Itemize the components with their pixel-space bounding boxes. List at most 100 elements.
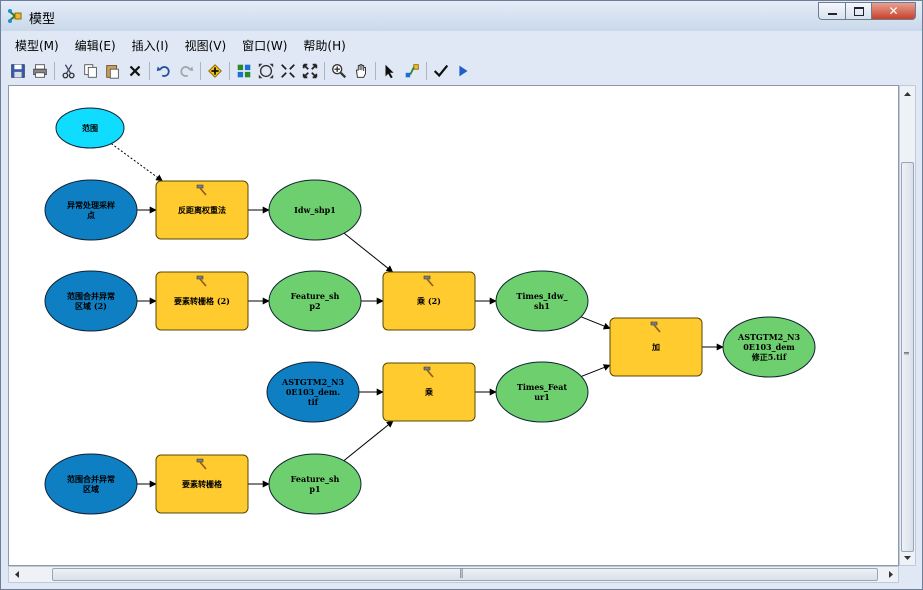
scroll-left-button[interactable] xyxy=(9,567,24,582)
variable-ellipse[interactable] xyxy=(44,179,138,241)
node-label: 乘 (2) xyxy=(416,296,441,306)
scroll-up-button[interactable] xyxy=(900,86,915,101)
horizontal-scroll-thumb[interactable]: ║ xyxy=(52,568,878,581)
tool-box[interactable] xyxy=(155,454,249,514)
horizontal-scrollbar[interactable]: ║ xyxy=(8,566,899,583)
maximize-icon xyxy=(853,6,864,16)
menu-model[interactable]: 模型(M) xyxy=(15,39,59,53)
print-button[interactable] xyxy=(29,60,51,82)
tool-box[interactable] xyxy=(382,271,476,331)
scroll-down-button[interactable] xyxy=(900,550,915,565)
tool-box[interactable] xyxy=(155,180,249,240)
connect-button[interactable] xyxy=(401,60,423,82)
full-extent-button[interactable] xyxy=(255,60,277,82)
pan-button[interactable] xyxy=(350,60,372,82)
auto-layout-button[interactable] xyxy=(233,60,255,82)
menu-insert[interactable]: 插入(I) xyxy=(131,39,169,53)
tool-f2r-2-tool[interactable]: 要素转栅格 (2) xyxy=(155,271,249,331)
node-label: 乘 xyxy=(424,387,433,397)
node-label: 要素转栅格 xyxy=(182,479,223,489)
menu-edit[interactable]: 编辑(E) xyxy=(74,39,116,53)
undo-button[interactable] xyxy=(153,60,175,82)
fixed-zoom-out-icon xyxy=(302,63,318,79)
zoom-in-button[interactable] xyxy=(328,60,350,82)
vertical-scroll-thumb[interactable]: ═ xyxy=(901,162,914,552)
close-button[interactable]: ✕ xyxy=(872,2,916,20)
variable-feature-shp1[interactable]: Feature_shp1 xyxy=(268,453,362,515)
variable-idw-shp1[interactable]: Idw_shp1 xyxy=(268,179,362,241)
tool-box[interactable] xyxy=(155,271,249,331)
menu-window[interactable]: 窗口(W) xyxy=(242,39,288,53)
scroll-right-button[interactable] xyxy=(883,567,898,582)
vertical-scrollbar[interactable]: ═ xyxy=(899,85,916,566)
node-label: ASTGTM2_N3 xyxy=(737,332,800,342)
close-icon: ✕ xyxy=(888,4,899,18)
variable-ellipse[interactable] xyxy=(268,453,362,515)
tool-f2r-tool[interactable]: 要素转栅格 xyxy=(155,454,249,514)
tool-plus-tool[interactable]: 加 xyxy=(609,317,703,377)
save-button[interactable] xyxy=(7,60,29,82)
add-data-button[interactable] xyxy=(204,60,226,82)
variable-range[interactable]: 范围 xyxy=(55,107,125,149)
menu-help[interactable]: 帮助(H) xyxy=(303,39,346,53)
tool-box[interactable] xyxy=(609,317,703,377)
variable-ellipse[interactable] xyxy=(55,107,125,149)
node-label: Feature_sh xyxy=(291,474,340,484)
variable-ellipse[interactable] xyxy=(722,316,816,378)
redo-button[interactable] xyxy=(175,60,197,82)
menu-view[interactable]: 视图(V) xyxy=(184,39,227,53)
variable-ellipse[interactable] xyxy=(268,179,362,241)
fixed-zoom-out-button[interactable] xyxy=(299,60,321,82)
node-label: 加 xyxy=(651,342,660,352)
variable-ellipse[interactable] xyxy=(44,270,138,332)
tool-idw-tool[interactable]: 反距离权重法 xyxy=(155,180,249,240)
toolbar-separator xyxy=(200,62,201,80)
tool-times-tool[interactable]: 乘 xyxy=(382,362,476,422)
run-icon xyxy=(459,65,468,77)
connector-range-to-idw-tool[interactable] xyxy=(110,143,163,182)
connector-times-idw-to-plus-tool[interactable] xyxy=(580,316,611,330)
validate-button[interactable] xyxy=(430,60,452,82)
hammer-icon xyxy=(423,366,434,378)
tool-times-2-tool[interactable]: 乘 (2) xyxy=(382,271,476,331)
auto-layout-icon xyxy=(237,64,251,78)
tool-box[interactable] xyxy=(382,362,476,422)
select-button[interactable] xyxy=(379,60,401,82)
connector-feature-shp1-to-times-tool[interactable] xyxy=(343,420,394,462)
variable-ellipse[interactable] xyxy=(268,270,362,332)
maximize-button[interactable] xyxy=(845,2,872,20)
variable-ellipse[interactable] xyxy=(495,270,589,332)
hammer-icon xyxy=(650,321,661,333)
variable-ellipse[interactable] xyxy=(495,361,589,423)
scroll-up-icon xyxy=(904,91,911,96)
run-button[interactable] xyxy=(452,60,474,82)
toolbar-separator xyxy=(229,62,230,80)
title-bar[interactable]: 模型 ✕ xyxy=(1,1,922,31)
delete-button[interactable] xyxy=(124,60,146,82)
fixed-zoom-in-icon xyxy=(281,64,295,78)
paste-button[interactable] xyxy=(102,60,124,82)
fixed-zoom-in-button[interactable] xyxy=(277,60,299,82)
variable-times-idw[interactable]: Times_Idw_sh1 xyxy=(495,270,589,332)
variable-ellipse[interactable] xyxy=(44,453,138,515)
copy-button[interactable] xyxy=(80,60,102,82)
scroll-down-icon xyxy=(904,555,911,560)
connector-idw-shp1-to-times-2-tool[interactable] xyxy=(343,232,394,273)
connect-icon xyxy=(405,64,419,78)
cut-button[interactable] xyxy=(58,60,80,82)
redo-icon xyxy=(180,66,194,77)
minimize-button[interactable] xyxy=(818,2,845,20)
node-label: Times_Feat xyxy=(517,382,568,392)
connector-times-feat-to-plus-tool[interactable] xyxy=(581,364,611,377)
node-label: Feature_sh xyxy=(291,291,340,301)
variable-ellipse[interactable] xyxy=(266,361,360,423)
